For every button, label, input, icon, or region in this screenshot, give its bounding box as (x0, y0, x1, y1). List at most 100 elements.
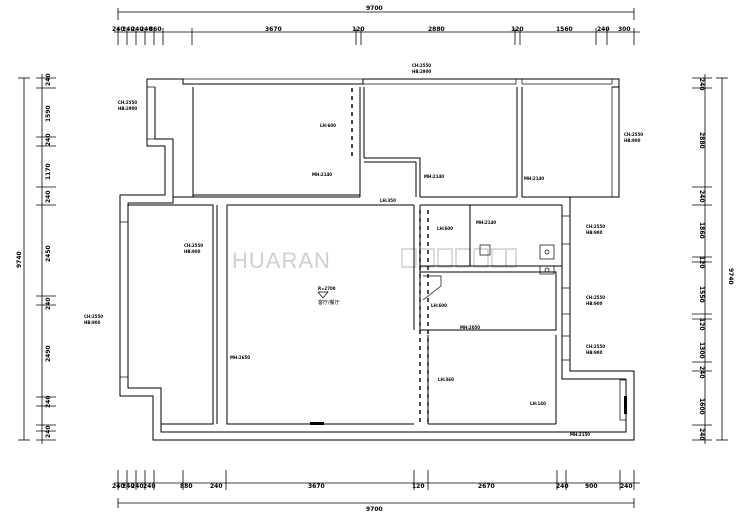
label-window-bay-2: HB:2900 (118, 106, 137, 111)
small-details (310, 396, 627, 425)
left-total-label: 9740 (16, 251, 23, 268)
bottom-seg-6: 240 (210, 483, 223, 490)
label-corridor-lh: LH:350 (380, 198, 396, 203)
label-window-bay-1: CH:2550 (118, 100, 137, 105)
right-seg-1: 240 (698, 78, 705, 91)
label-lower-lh2: LH:140 (530, 401, 546, 406)
bottom-seg-8: 120 (412, 483, 425, 490)
right-seg-2: 2880 (698, 132, 705, 149)
right-seg-6: 1550 (698, 286, 705, 303)
top-seg-8: 2880 (428, 26, 445, 33)
watermark-text: HUARAN (232, 248, 331, 273)
left-seg-5: 240 (45, 190, 52, 203)
left-seg-6: 2450 (45, 245, 52, 262)
left-segment-labels: 240 1590 240 1170 240 2450 240 2490 240 … (45, 73, 52, 438)
right-seg-4: 1860 (698, 222, 705, 239)
right-seg-5: 120 (698, 256, 705, 269)
label-top-window-1: CH:2550 (412, 63, 431, 68)
bottom-seg-10: 240 (556, 483, 569, 490)
label-living-window-1: CH:2550 (184, 243, 203, 248)
label-right-bedroom-mh: MH:2140 (524, 176, 544, 181)
bottom-seg-3: 240 (131, 483, 144, 490)
label-living-window-2: HB:900 (184, 249, 201, 254)
right-total-label: 9740 (727, 268, 734, 285)
left-seg-3: 240 (45, 133, 52, 146)
label-bath-mh: MH:2050 (460, 325, 480, 330)
label-lower-lh: LH:360 (438, 377, 454, 382)
label-mid-bedroom-mh: MH:2140 (424, 174, 444, 179)
label-right-ch-3: CH:2550 (586, 344, 605, 349)
right-seg-8: 1300 (698, 342, 705, 359)
bottom-seg-4: 240 (143, 483, 156, 490)
top-seg-9: 120 (511, 26, 524, 33)
bottom-seg-1: 240 (112, 483, 125, 490)
right-seg-7: 120 (698, 318, 705, 331)
right-seg-3: 240 (698, 190, 705, 203)
right-seg-11: 240 (698, 428, 705, 441)
label-bedroom-mh: MH:2140 (312, 172, 332, 177)
left-seg-7: 240 (45, 297, 52, 310)
bottom-total-dimension: 9700 (366, 506, 383, 513)
label-top-window-2: HB:2900 (412, 69, 431, 74)
left-seg-4: 1170 (45, 163, 52, 180)
bottom-dimension-lines (114, 470, 640, 508)
label-kitchen-lh: LH:600 (437, 226, 453, 231)
top-segment-labels: 240 240 240 240 860 3670 120 2880 120 15… (112, 26, 631, 33)
bottom-seg-11: 900 (585, 483, 598, 490)
label-bath-lh: LH:600 (431, 303, 447, 308)
left-seg-8: 2490 (45, 345, 52, 362)
bottom-seg-12: 240 (620, 483, 633, 490)
bottom-seg-9: 2670 (478, 483, 495, 490)
label-room-center-cn: 客厅/餐厅 (318, 299, 340, 306)
label-room-center: R=2700 (318, 286, 336, 291)
label-right-ch-1b: HB:900 (586, 230, 603, 235)
top-seg-10: 1560 (556, 26, 573, 33)
bottom-seg-5: 880 (180, 483, 193, 490)
left-seg-9: 240 (45, 395, 52, 408)
left-dimension-lines (18, 74, 56, 444)
right-total-dimension: 9740 (727, 268, 734, 285)
label-living-mh: MH:2650 (230, 355, 250, 360)
top-seg-7: 120 (352, 26, 365, 33)
interior-walls (128, 87, 612, 425)
top-seg-3: 240 (131, 26, 144, 33)
top-seg-2: 240 (122, 26, 135, 33)
top-seg-5: 860 (149, 26, 162, 33)
right-seg-10: 1600 (698, 398, 705, 415)
label-left-window-1: CH:2550 (84, 314, 103, 319)
label-kitchen-mh: MH:2140 (476, 220, 496, 225)
kitchen-fixtures (422, 244, 555, 301)
level-marker-icon (317, 291, 329, 299)
watermark-logo-mark (401, 248, 517, 268)
exterior-walls (119, 78, 635, 441)
label-bedroom-lh: LH:600 (320, 123, 336, 128)
top-seg-4: 240 (140, 26, 153, 33)
top-seg-11: 240 (597, 26, 610, 33)
left-total-dimension: 9740 (16, 251, 23, 268)
right-seg-9: 240 (698, 366, 705, 379)
bottom-seg-7: 3670 (308, 483, 325, 490)
label-right-bedroom-ch: CH:2550 (624, 132, 643, 137)
label-right-ch-1: CH:2550 (586, 224, 605, 229)
windows (119, 78, 627, 421)
label-right-ch-3b: HB:900 (586, 350, 603, 355)
top-seg-1: 240 (112, 26, 125, 33)
right-dimension-lines (692, 74, 728, 444)
door-dash-lines (351, 88, 429, 425)
bottom-segment-labels: 240 240 240 240 880 240 3670 120 2670 24… (112, 483, 633, 490)
plan-annotations: CH:2550 HB:2900 CH:2550 HB:2900 LH:600 M… (84, 63, 643, 437)
right-segment-labels: 240 2880 240 1860 120 1550 120 1300 240 … (698, 78, 705, 441)
label-right-ch-2b: HB:900 (586, 301, 603, 306)
left-seg-10: 240 (45, 425, 52, 438)
top-seg-12: 300 (618, 26, 631, 33)
label-bottom-mh: MH:2150 (570, 432, 590, 437)
top-dimension-lines (114, 8, 640, 45)
label-right-bedroom-ch2: HB:900 (624, 138, 641, 143)
left-seg-1: 240 (45, 73, 52, 86)
left-seg-2: 1590 (45, 105, 52, 122)
bottom-seg-2: 240 (122, 483, 135, 490)
label-right-ch-2: CH:2550 (586, 295, 605, 300)
label-left-window-2: HB:900 (84, 320, 101, 325)
top-total-dimension: 9700 (366, 5, 383, 12)
